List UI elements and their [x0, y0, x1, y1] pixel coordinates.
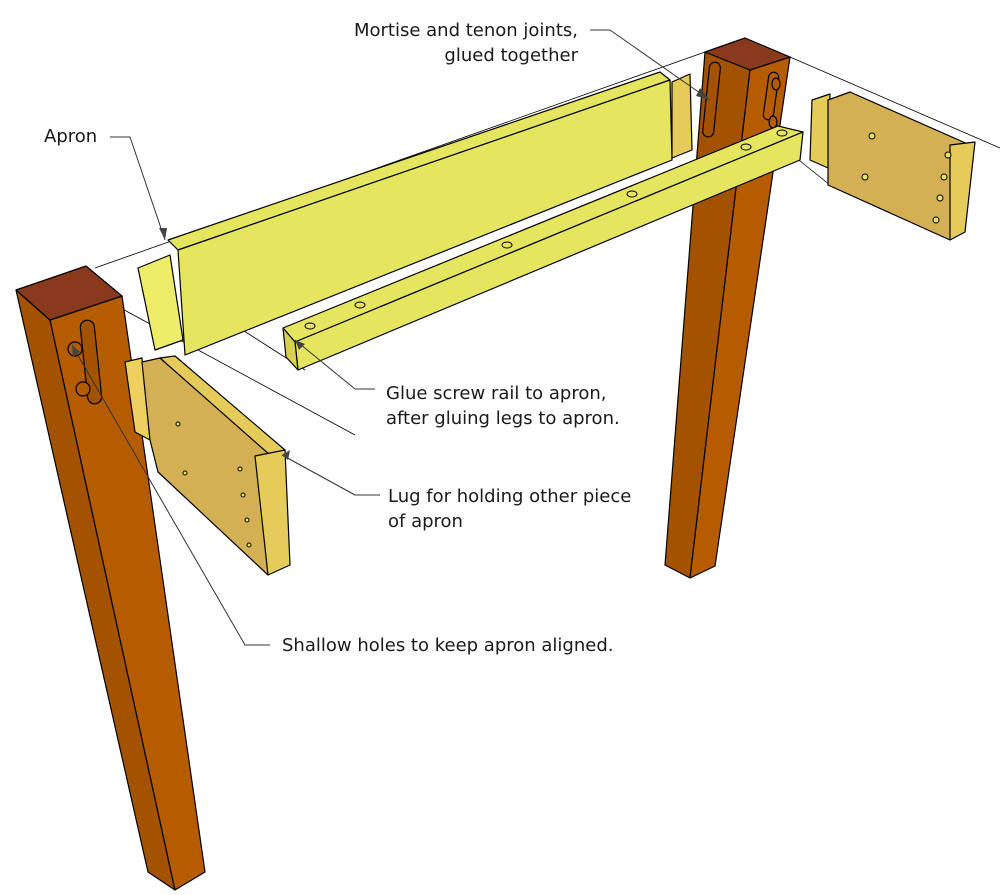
apron-label: Apron — [44, 126, 98, 147]
apron-board — [137, 71, 693, 356]
leader-lines — [71, 29, 711, 646]
lug-label-line1: Lug for holding other piece — [388, 486, 632, 507]
screw-rail — [282, 125, 804, 371]
right-lug — [809, 91, 976, 241]
mortise-label: Mortise and tenon joints, glued together — [330, 18, 578, 68]
mortise-label-line1: Mortise and tenon joints, — [353, 20, 578, 41]
holes-label: Shallow holes to keep apron aligned. — [282, 635, 614, 656]
lug-label-line2: of apron — [388, 511, 463, 532]
glue-label-line2: after gluing legs to apron. — [386, 408, 620, 429]
left-lug — [124, 355, 291, 576]
lug-label: Lug for holding other piece of apron — [388, 484, 631, 534]
arrowheads — [72, 88, 710, 460]
left-leg — [15, 265, 206, 891]
glue-label-line1: Glue screw rail to apron, — [386, 383, 607, 404]
mortise-label-line2: glued together — [444, 45, 578, 66]
glue-label: Glue screw rail to apron, after gluing l… — [386, 381, 620, 431]
